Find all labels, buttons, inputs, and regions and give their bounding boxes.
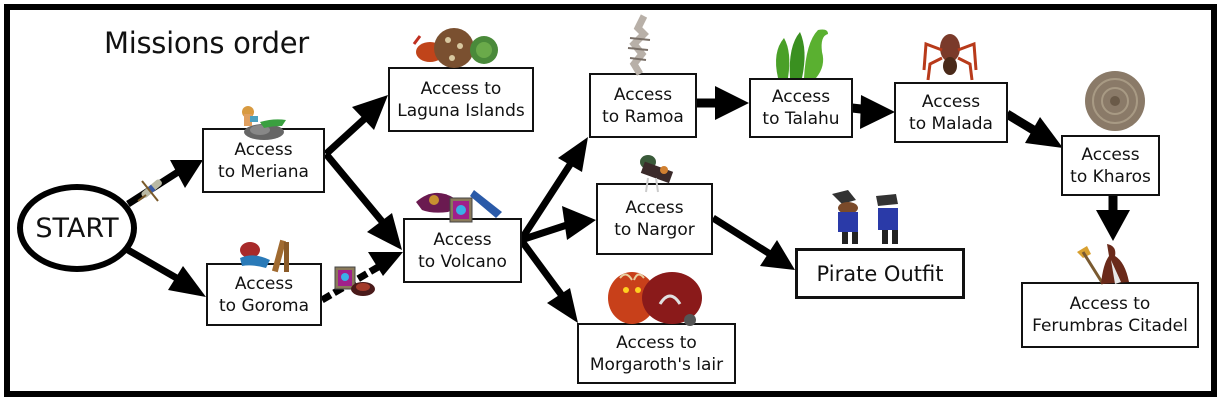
node-volcano-label: Access to Volcano [418, 229, 507, 272]
crab-and-turtle-icon [412, 28, 498, 68]
mermaid-icon [242, 106, 286, 140]
arrowhead-pirate [760, 240, 795, 270]
stone-portal-icon [1085, 71, 1145, 131]
edge-volcano-ramoa [518, 158, 576, 242]
node-volcano: Access to Volcano [403, 218, 522, 283]
scroll-book-and-weapon-icon [416, 190, 502, 223]
node-ramoa-label: Access to Ramoa [602, 84, 684, 127]
node-morgaroth: Access to Morgaroth's lair [577, 323, 736, 384]
edge-volcano-morgaroth [518, 237, 566, 300]
edge-meriana-volcano [323, 151, 388, 228]
spider-icon [922, 34, 978, 81]
start-label: START [35, 212, 119, 244]
node-nargor-label: Access to Nargor [614, 198, 695, 240]
start-node: START [17, 184, 137, 272]
arrowhead-meriana [170, 160, 203, 188]
node-kharos: Access to Kharos [1061, 135, 1160, 196]
node-goroma: Access to Goroma [206, 263, 322, 326]
arrowhead-talahu [715, 86, 749, 120]
node-meriana-label: Access to Meriana [218, 139, 309, 182]
edge-volcano-nargor [519, 220, 572, 244]
arrowhead-goroma [168, 266, 206, 297]
node-laguna-label: Access to Laguna Islands [397, 78, 525, 121]
pirate-skeleton-icon [640, 155, 674, 193]
ferumbras-mage-icon [1077, 244, 1129, 285]
demons-icon [608, 272, 702, 326]
edge-nargor-pirate [711, 215, 772, 257]
scroll-and-rake-icon [137, 179, 162, 202]
spellbook-and-boar-icon [334, 266, 375, 296]
pirate-outfits-icon [832, 190, 898, 244]
node-ferumbras-label: Access to Ferumbras Citadel [1032, 294, 1188, 336]
arrowhead-malada [860, 95, 895, 129]
node-malada: Access to Malada [894, 82, 1008, 143]
node-goroma-label: Access to Goroma [218, 273, 310, 316]
node-ferumbras: Access to Ferumbras Citadel [1021, 282, 1199, 348]
hydra-icon [776, 29, 828, 78]
node-nargor: Access to Nargor [596, 183, 713, 255]
node-pirate-outfit: Pirate Outfit [795, 248, 965, 299]
node-kharos-label: Access to Kharos [1070, 144, 1151, 187]
node-pirate-outfit-label: Pirate Outfit [816, 261, 944, 286]
skeleton-icon [627, 14, 651, 76]
arrowhead-kharos [1025, 117, 1063, 148]
node-talahu: Access to Talahu [749, 78, 853, 138]
node-talahu-label: Access to Talahu [762, 87, 840, 129]
arrowhead-ferumbras [1096, 210, 1130, 241]
arrowhead-morgaroth [547, 288, 578, 323]
node-laguna: Access to Laguna Islands [388, 67, 534, 132]
arrowhead-laguna [352, 95, 388, 130]
arrowhead-ramoa [558, 137, 588, 172]
node-ramoa: Access to Ramoa [589, 73, 697, 138]
edge-start-goroma [126, 246, 182, 284]
arrowhead-volcano-1 [367, 213, 402, 250]
arrowhead-nargor [562, 206, 596, 240]
arrowhead-volcano-2 [368, 252, 403, 276]
node-morgaroth-label: Access to Morgaroth's lair [589, 332, 724, 375]
sea-creature-and-plank-icon [240, 239, 289, 273]
diagram-title: Missions order [104, 26, 309, 60]
node-malada-label: Access to Malada [909, 91, 993, 134]
